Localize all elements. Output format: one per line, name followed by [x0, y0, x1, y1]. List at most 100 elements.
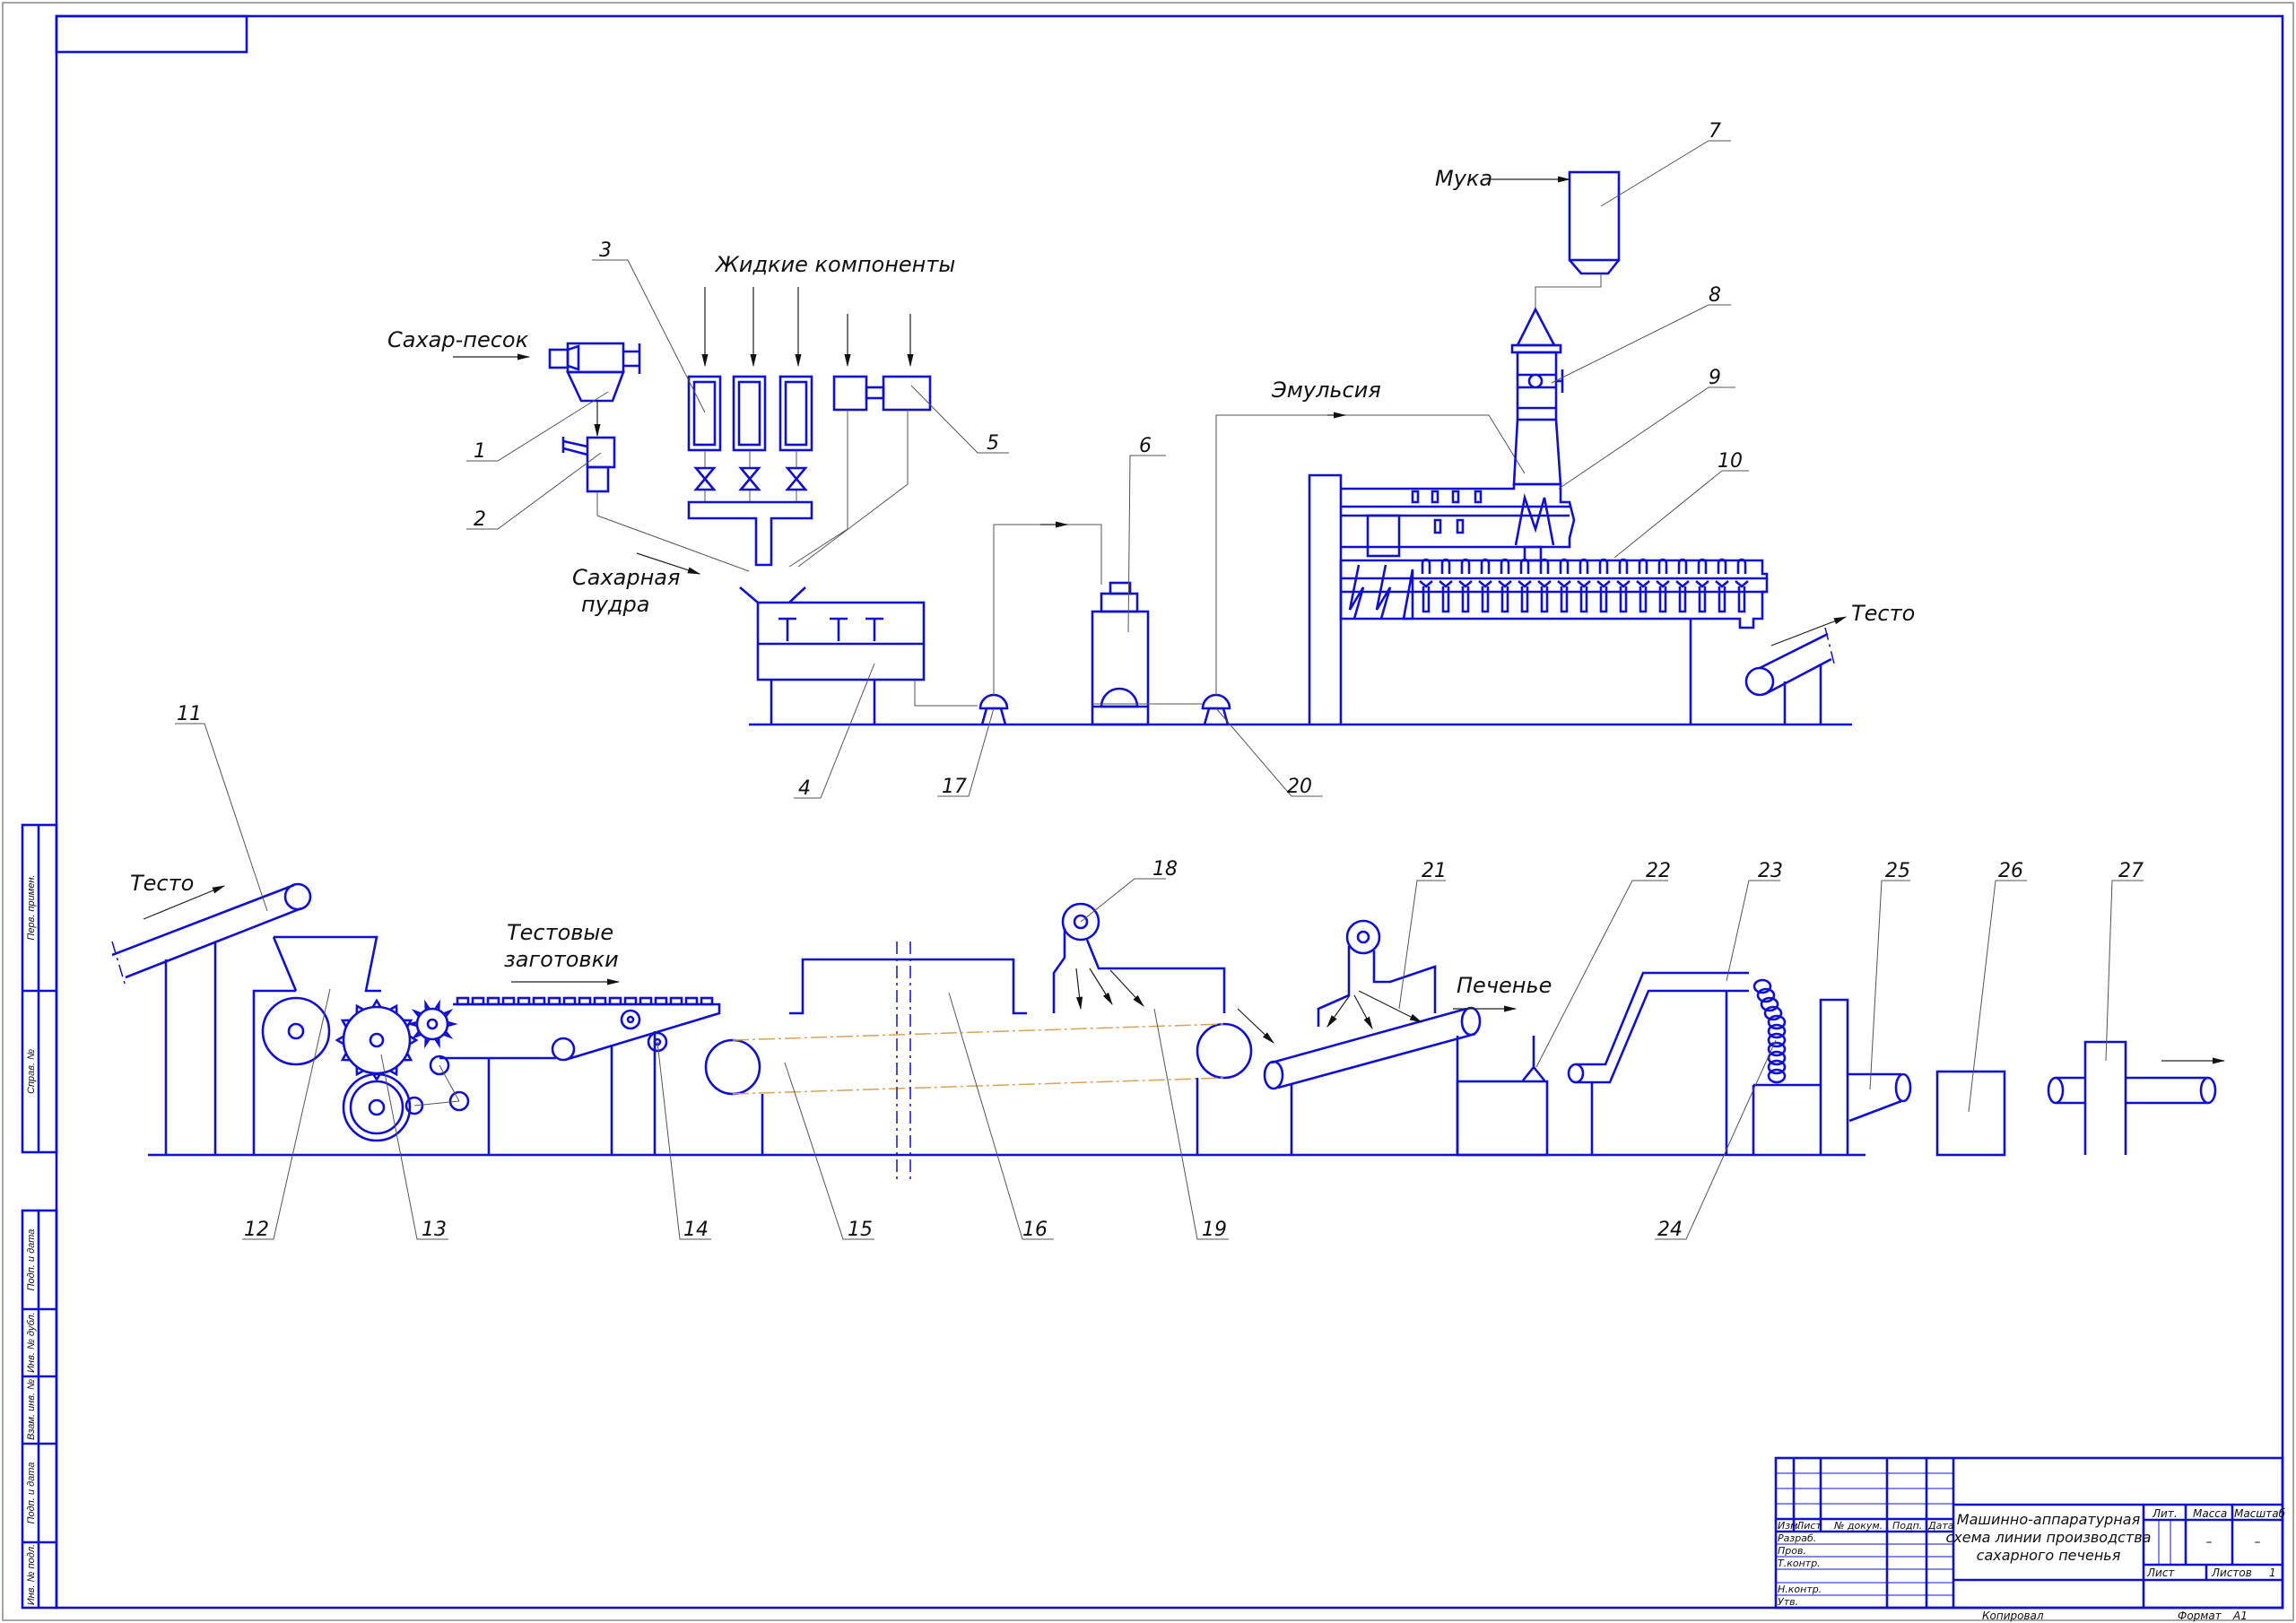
gear-tooth	[406, 1020, 418, 1028]
mold-cavity	[1675, 580, 1690, 613]
gear-tooth	[443, 1009, 454, 1018]
conveyor-cleat	[593, 996, 607, 1006]
tb-mass: Масса	[2193, 1507, 2227, 1520]
gear-tooth	[447, 1020, 458, 1028]
mold-cavity	[1577, 580, 1591, 613]
tunnel-oven	[704, 942, 1253, 1184]
spiral-coil	[1767, 1050, 1787, 1066]
callout-8: 8	[1709, 284, 1721, 307]
input-powdered-sugar: Сахарная	[572, 565, 680, 590]
input-dough: Тесто	[130, 871, 194, 896]
callout-12: 12	[244, 1219, 269, 1241]
conveyor-cleat	[486, 996, 500, 1006]
tb-mass-value: –	[2206, 1535, 2213, 1549]
tb-role: Утв.	[1778, 1596, 1798, 1608]
mold-pin	[1598, 558, 1609, 574]
callout-26: 26	[1998, 860, 2023, 882]
sprinkling-machine	[1052, 902, 1226, 1013]
sugar-sifter-cyclone	[548, 342, 641, 403]
conveyor-cleat	[684, 996, 699, 1006]
tb-role: Разраб.	[1778, 1532, 1816, 1544]
mold-cavity	[1557, 580, 1571, 613]
mold-cavity	[1498, 580, 1512, 613]
conveyor-cleat	[700, 996, 714, 1006]
output-dough: Тесто	[1851, 601, 1915, 626]
conveyor-cleat	[623, 996, 638, 1006]
mold-pin	[1460, 558, 1471, 574]
gear-tooth	[411, 1009, 422, 1018]
gear-tooth	[411, 1030, 422, 1039]
side-stamp: Перв. примен. Справ. № Подп. и дата Инв.…	[21, 823, 58, 1610]
conveyor-cleat	[501, 996, 516, 1006]
dough-discharge-conveyor	[1744, 627, 1835, 725]
tb-scale-value: –	[2255, 1535, 2261, 1549]
gear-tooth	[335, 1035, 344, 1046]
tb-lit: Лит.	[2152, 1507, 2178, 1520]
spiral-coil	[1767, 1014, 1787, 1030]
callout-20: 20	[1287, 776, 1312, 798]
input-powdered-sugar: пудра	[581, 592, 649, 617]
packing-machine-27	[2047, 1040, 2217, 1155]
callout-6: 6	[1139, 435, 1152, 457]
conveyor-cleat	[578, 996, 592, 1006]
gear-tooth	[424, 1037, 430, 1049]
mold-pin	[1539, 558, 1550, 574]
spiral-coil	[1756, 987, 1776, 1003]
gear-tooth	[403, 1019, 413, 1028]
spiral-coil	[1760, 996, 1779, 1012]
packing-table-26	[1935, 1070, 2006, 1157]
rotary-molding-machine	[252, 935, 470, 1155]
stamp-label: Справ. №	[26, 1049, 37, 1094]
callout-25: 25	[1885, 860, 1910, 882]
input-sugar-sand: Сахар-песок	[387, 327, 529, 352]
stamp-label: Подп. и дата	[26, 1462, 37, 1524]
gear-tooth	[424, 999, 430, 1011]
callout-15: 15	[848, 1219, 873, 1241]
tb-header-sign: Подп.	[1892, 1520, 1922, 1532]
mold-pin	[1677, 558, 1688, 574]
tb-header-izm: Изм.	[1778, 1520, 1801, 1532]
drawing-title: Машинно-аппаратурная	[1957, 1511, 2141, 1528]
dough-forming-machine	[1339, 558, 1769, 725]
tb-copied: Копировал	[1982, 1610, 2044, 1622]
mold-pin	[1618, 558, 1629, 574]
tb-header-list: Лист	[1796, 1520, 1822, 1532]
callout-9: 9	[1709, 367, 1721, 389]
mold-cavity	[1537, 580, 1552, 613]
stacker-22	[1521, 1036, 1546, 1081]
glazing-cooling-conveyor	[1263, 919, 1482, 1155]
callout-23: 23	[1758, 860, 1783, 882]
gear-tooth	[340, 1052, 351, 1062]
stamp-label: Взам. инв. №	[26, 1379, 37, 1440]
callout-4: 4	[798, 777, 811, 800]
spiral-coil	[1767, 1023, 1787, 1039]
mold-cavity	[1656, 580, 1670, 613]
conveyor-cleat	[517, 996, 531, 1006]
stamp-label: Перв. примен.	[26, 874, 37, 940]
mold-pin	[1578, 558, 1589, 574]
input-flour: Мука	[1435, 166, 1492, 191]
tb-header-date: Дата	[1927, 1520, 1954, 1532]
callout-3: 3	[599, 239, 612, 262]
stamp-label: Инв. № подл.	[26, 1544, 37, 1605]
tb-sheets: Листов	[2211, 1567, 2252, 1579]
flour-hopper	[1568, 170, 1621, 275]
mold-pin	[1697, 558, 1708, 574]
conveyor-cleat	[639, 996, 653, 1006]
stamp-label: Подп. и дата	[26, 1229, 37, 1291]
gear-tooth	[371, 998, 382, 1008]
callout-2: 2	[474, 508, 486, 531]
spiral-coil	[1763, 1005, 1783, 1021]
mold-pin	[1500, 558, 1510, 574]
mold-cavity	[1695, 580, 1709, 613]
conveyor-cleat	[669, 996, 683, 1006]
spiral-coil	[1767, 1032, 1787, 1048]
gear-tooth	[434, 999, 440, 1011]
mold-cavity	[1616, 580, 1631, 613]
table	[1456, 1080, 1549, 1157]
callout-18: 18	[1152, 858, 1178, 881]
input-liquid-components: Жидкие компоненты	[714, 252, 955, 277]
spiral-coil	[1767, 1041, 1787, 1057]
flour-doser	[1510, 307, 1564, 486]
